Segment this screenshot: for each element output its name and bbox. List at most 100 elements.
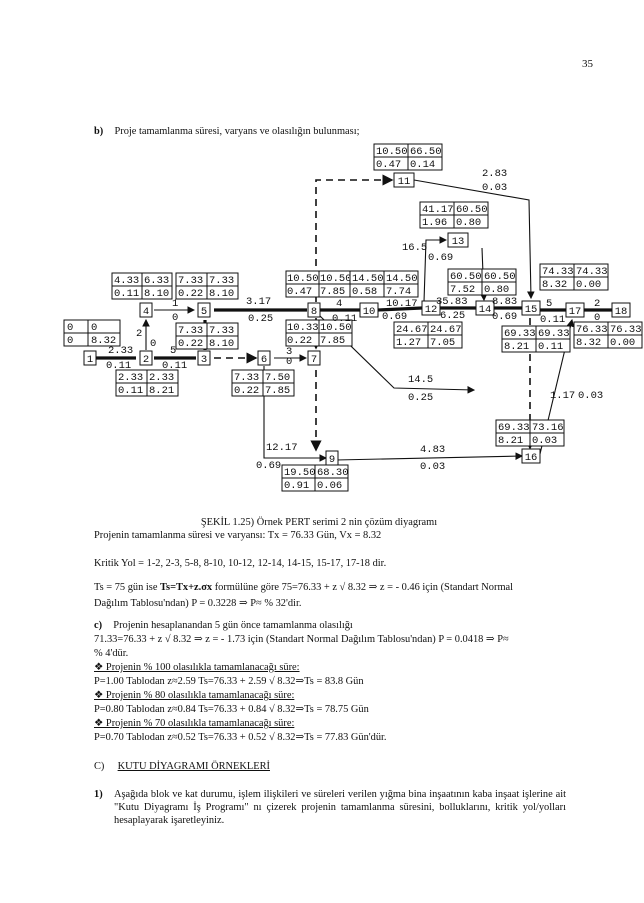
- ts-line-1: Ts = 75 gün ise Ts=Tx+z.σx formülüne gör…: [94, 581, 513, 594]
- node-13: 13: [447, 232, 469, 248]
- ts-line-2: Dağılım Tablosu'ndan) P = 0.3228 ⇒ P≈ % …: [94, 598, 302, 609]
- p80-calc: P=0.80 Tablodan z≈0.84 Ts=76.33 + 0.84 √…: [94, 704, 369, 715]
- svg-text:1: 1: [87, 354, 93, 366]
- svg-text:7.33: 7.33: [209, 325, 234, 337]
- edge-12-13: [423, 236, 448, 303]
- svg-text:0.69: 0.69: [382, 311, 407, 323]
- pert-diagram: 1 2 3 4 5 6 7 8 9 10 11 12 13 14 15 16 1…: [63, 143, 643, 492]
- p80-title: ❖ Projenin % 80 olasılıkla tamamlanacağı…: [94, 690, 295, 701]
- svg-text:8.21: 8.21: [149, 385, 174, 397]
- svg-text:0.58: 0.58: [352, 286, 377, 298]
- svg-text:0.06: 0.06: [317, 480, 342, 492]
- svg-text:7.85: 7.85: [320, 335, 345, 347]
- svg-text:3.17: 3.17: [246, 296, 271, 308]
- svg-text:74.33: 74.33: [576, 266, 608, 278]
- svg-text:4.33: 4.33: [114, 275, 139, 287]
- svg-text:1.17: 1.17: [550, 390, 575, 402]
- edge-labels: 2.33 0.11 5 0.11 2 0 1 0 3.17 0.25 3 0 4…: [106, 168, 603, 473]
- node-8: 8: [307, 302, 321, 318]
- svg-text:3: 3: [201, 354, 207, 366]
- svg-text:68.30: 68.30: [317, 467, 349, 479]
- svg-text:0: 0: [150, 338, 156, 350]
- svg-text:73.16: 73.16: [532, 422, 564, 434]
- svg-text:7.85: 7.85: [320, 286, 345, 298]
- node-4: 4: [139, 302, 153, 318]
- section-c-label: c): [94, 620, 103, 631]
- svg-text:1: 1: [172, 298, 178, 310]
- node-1: 1: [83, 350, 97, 366]
- section-c-line-2: % 4'dür.: [94, 648, 129, 659]
- node-17: 17: [565, 302, 585, 318]
- svg-text:8.10: 8.10: [209, 338, 234, 350]
- svg-text:0: 0: [286, 356, 292, 368]
- svg-text:2.33: 2.33: [149, 372, 174, 384]
- svg-text:7.50: 7.50: [265, 372, 290, 384]
- svg-text:0.00: 0.00: [576, 279, 601, 291]
- svg-text:0.14: 0.14: [410, 159, 435, 171]
- page-number: 35: [582, 58, 593, 70]
- svg-text:7.05: 7.05: [430, 337, 455, 349]
- svg-text:0: 0: [172, 312, 178, 324]
- svg-text:0.47: 0.47: [376, 159, 401, 171]
- dummy-8-11: [315, 174, 394, 302]
- section-c-box-heading: C) KUTU DİYAGRAMI ÖRNEKLERİ: [94, 760, 270, 773]
- svg-text:60.50: 60.50: [456, 204, 488, 216]
- node-10: 10: [359, 302, 379, 318]
- svg-text:6.25: 6.25: [440, 310, 465, 322]
- section-c-heading: c) Projenin hesaplanandan 5 gün önce tam…: [94, 619, 353, 632]
- svg-text:0.47: 0.47: [287, 286, 312, 298]
- svg-text:16.5: 16.5: [402, 242, 427, 254]
- node-7: 7: [307, 350, 321, 366]
- node-5: 5: [197, 302, 211, 318]
- svg-text:0.22: 0.22: [178, 288, 203, 300]
- svg-text:24.67: 24.67: [396, 324, 428, 336]
- node-9: 9: [325, 450, 339, 466]
- svg-text:8.10: 8.10: [144, 288, 169, 300]
- svg-text:0.22: 0.22: [178, 338, 203, 350]
- svg-text:5: 5: [170, 345, 176, 357]
- section-c-box-title: KUTU DİYAGRAMI ÖRNEKLERİ: [117, 761, 270, 772]
- question-1-label: 1): [94, 789, 103, 800]
- svg-text:11: 11: [398, 176, 411, 188]
- svg-text:4: 4: [143, 306, 149, 318]
- node-15: 15: [521, 300, 541, 316]
- svg-text:41.17: 41.17: [422, 204, 454, 216]
- svg-text:60.50: 60.50: [450, 271, 482, 283]
- svg-text:8.21: 8.21: [498, 435, 523, 447]
- svg-text:7.74: 7.74: [386, 286, 411, 298]
- svg-text:8.10: 8.10: [209, 288, 234, 300]
- svg-text:76.33: 76.33: [576, 324, 608, 336]
- edge-9-16: [335, 452, 524, 461]
- svg-text:0.03: 0.03: [482, 182, 507, 194]
- svg-text:76.33: 76.33: [610, 324, 642, 336]
- svg-text:69.33: 69.33: [504, 328, 536, 340]
- svg-text:0.00: 0.00: [610, 337, 635, 349]
- node-18: 18: [611, 302, 631, 318]
- question-1-text: Aşağıda blok ve kat durumu, işlem ilişki…: [114, 789, 566, 826]
- svg-text:8.32: 8.32: [542, 279, 567, 291]
- svg-text:0.25: 0.25: [248, 313, 273, 325]
- svg-text:17: 17: [569, 306, 582, 318]
- section-b-heading: b) Proje tamamlanma süresi, varyans ve o…: [94, 125, 359, 138]
- svg-text:0.03: 0.03: [578, 390, 603, 402]
- svg-text:8.21: 8.21: [504, 341, 529, 353]
- svg-text:7.33: 7.33: [178, 275, 203, 287]
- edge-11-15: [413, 179, 535, 300]
- svg-text:0.11: 0.11: [162, 360, 187, 372]
- svg-text:0.11: 0.11: [114, 288, 139, 300]
- node-3: 3: [197, 350, 211, 366]
- svg-text:0.11: 0.11: [332, 313, 357, 325]
- p70-title: ❖ Projenin % 70 olasılıkla tamamlanacağı…: [94, 718, 295, 729]
- box-node-5: 7.33 7.33 0.22 8.10: [175, 272, 239, 300]
- svg-text:0.80: 0.80: [456, 217, 481, 229]
- svg-text:7.33: 7.33: [209, 275, 234, 287]
